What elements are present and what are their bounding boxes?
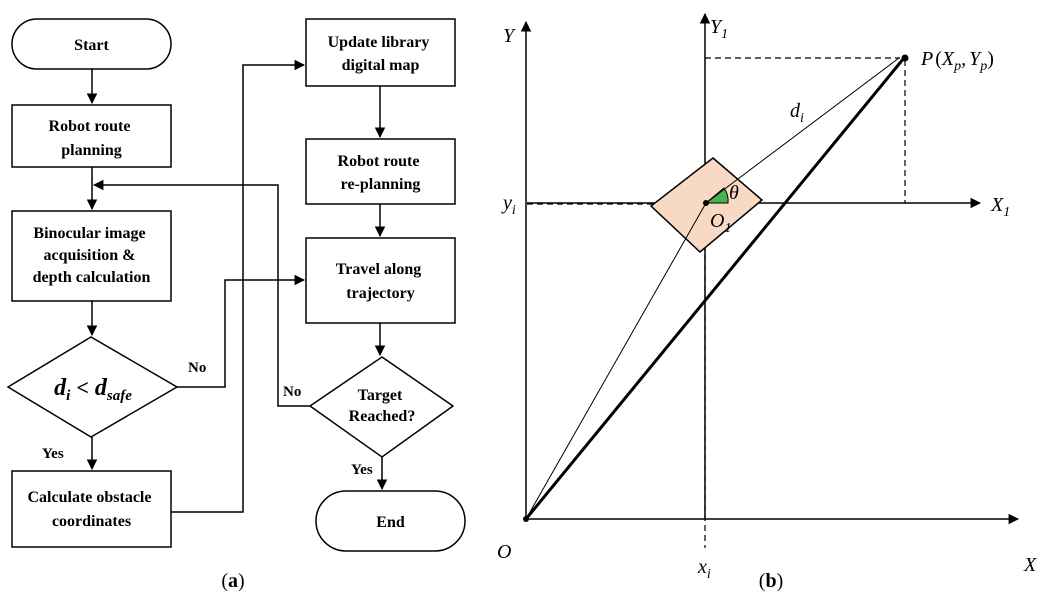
panel-b-caption: (b) [759, 570, 783, 592]
target-yes-label: Yes [351, 462, 373, 478]
replanning-label: Robot route re-planning [338, 153, 424, 193]
travel-label: Travel along trajectory [336, 261, 425, 302]
start-label: Start [74, 37, 109, 54]
calc-obstacle-label: Calculate obstacle coordinates [28, 489, 156, 530]
yi-label: yi [501, 192, 516, 218]
origin-to-o1-line [525, 202, 707, 520]
update-map-label: Update library digital map [328, 34, 434, 74]
distance-line-di [705, 57, 900, 204]
edge-decision-no-to-travel [177, 274, 306, 388]
origin-label: O [497, 541, 511, 563]
xi-label: xi [697, 556, 711, 582]
di-label: di [790, 100, 804, 126]
replanning-node [305, 138, 456, 205]
y-axis-label: Y [503, 25, 516, 47]
target-point [901, 54, 909, 62]
flowchart-panel: Start Robot route planning Binocular ima… [6, 18, 466, 592]
route-planning-label: Robot route planning [49, 118, 135, 159]
end-label: End [376, 514, 405, 531]
o1-label: O1 [710, 210, 731, 236]
theta-label: θ [729, 182, 739, 204]
travel-node [305, 237, 456, 324]
binocular-node [11, 210, 172, 302]
target-decision-label: Target Reached? [349, 387, 416, 425]
y1-axis-label: Y1 [710, 16, 728, 42]
binocular-label: Binocular image acquisition & depth calc… [33, 225, 151, 286]
target-decision-node [308, 356, 455, 458]
x1-axis-label: X1 [990, 194, 1010, 220]
panel-a-caption: (a) [221, 570, 244, 592]
x-axis-label: X [1023, 554, 1037, 576]
distance-decision-node [6, 336, 179, 438]
end-node [315, 490, 466, 552]
origin-to-target-line [524, 57, 906, 520]
edge-calc-to-update-map [171, 59, 306, 513]
update-map-node [305, 18, 456, 87]
decision-yes-label: Yes [42, 446, 64, 462]
calc-obstacle-node [11, 470, 172, 548]
target-no-label: No [283, 384, 301, 400]
edge-target-no-loop [92, 179, 310, 407]
origin-point [523, 516, 529, 522]
coordinate-panel: Y X O Y1 X1 O1 yi xi di θ P(Xp,Yp) (b) [497, 12, 1037, 592]
target-point-label: P(Xp,Yp) [920, 48, 994, 74]
robot-center-point [703, 200, 709, 206]
distance-decision-label: di<dsafe [54, 375, 132, 404]
route-planning-node [11, 104, 172, 168]
decision-no-label: No [188, 360, 206, 376]
